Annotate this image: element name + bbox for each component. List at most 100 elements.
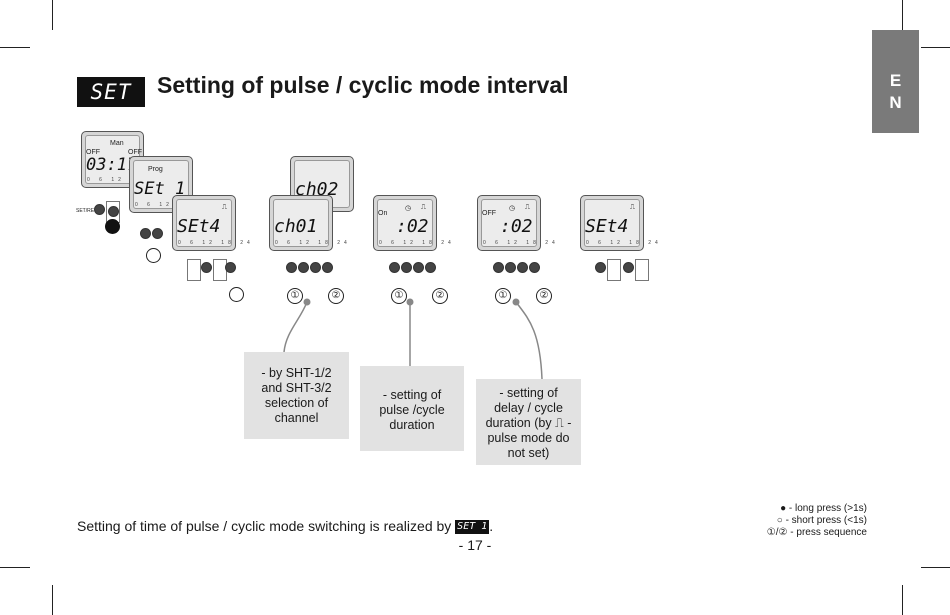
- short-press-icon: [146, 248, 161, 263]
- button-group: [187, 259, 237, 282]
- time-scale: 0 6 12 18 24: [379, 240, 455, 246]
- crop-mark: [921, 567, 950, 568]
- time-scale: 0 6 12 18 24: [135, 202, 207, 208]
- language-letter-n: N: [889, 93, 902, 112]
- key-frame: [635, 259, 649, 281]
- white-dot-icon: ○: [776, 515, 783, 526]
- language-tab: E N: [872, 30, 919, 133]
- legend-long-press: ● - long press (>1s): [767, 503, 867, 515]
- key-button[interactable]: [201, 262, 212, 273]
- pulse-symbol: ⎍: [525, 204, 530, 211]
- key-frame: [187, 259, 201, 281]
- legend-long-press-text: - long press (>1s): [788, 503, 867, 514]
- lcd-display-ch01: ch01 0 6 12 18 24: [269, 195, 347, 251]
- time-scale: 0 6 12 18 24: [178, 240, 254, 246]
- button-group: [493, 262, 543, 282]
- long-press-icon: [105, 219, 120, 234]
- key-button[interactable]: [310, 262, 321, 273]
- legend-sequence: ①/② - press sequence: [766, 527, 867, 538]
- black-dot-icon: ●: [780, 503, 787, 514]
- button-group: [140, 228, 180, 248]
- lcd-main-text: ch01: [274, 216, 318, 237]
- key-button[interactable]: [505, 262, 516, 273]
- key-button[interactable]: [94, 204, 105, 215]
- callout-pulse-duration: - setting of pulse /cycle duration: [360, 366, 464, 451]
- lcd-display-set4: ⎍ SEt4 0 6 12 18 24: [172, 195, 250, 251]
- lcd-main-text: SEt 1: [134, 179, 186, 199]
- key-button[interactable]: [595, 262, 606, 273]
- lcd-main-text: ch02: [295, 179, 339, 200]
- set1-badge: SET 1: [455, 520, 490, 535]
- button-group: [92, 201, 142, 224]
- crop-mark: [921, 47, 950, 48]
- crop-mark: [52, 585, 53, 615]
- button-group: [286, 262, 336, 282]
- callout-channel: - by SHT-1/2 and SHT-3/2 selection of ch…: [244, 352, 349, 439]
- lcd-main-text: SEt4: [585, 216, 629, 237]
- key-button[interactable]: [623, 262, 634, 273]
- time-scale: 0 6 12 18 24: [586, 240, 662, 246]
- key-button[interactable]: [389, 262, 400, 273]
- lcd-display-off: ◷ ⎍ OFF :02 0 6 12 18 24: [477, 195, 555, 251]
- pulse-symbol: ⎍: [630, 204, 635, 211]
- callout-delay-duration: - setting of delay / cycle duration (by …: [476, 379, 581, 465]
- sequence-one-icon: ①: [391, 288, 407, 304]
- pulse-symbol: ⎍: [421, 204, 426, 211]
- language-letter-e: E: [889, 71, 902, 90]
- sequence-two-icon: ②: [536, 288, 552, 304]
- key-button[interactable]: [152, 228, 163, 239]
- man-label: Man: [110, 140, 124, 147]
- lcd-display-on: ◷ ⎍ On :02 0 6 12 18 24: [373, 195, 451, 251]
- caption-text: Setting of time of pulse / cyclic mode s…: [77, 518, 452, 534]
- sequence-one-icon: ①: [287, 288, 303, 304]
- set-res-label: SET/RES: [76, 208, 98, 214]
- lcd-main-text: 03:17: [86, 155, 138, 175]
- key-button[interactable]: [517, 262, 528, 273]
- lcd-main-text: SEt4: [177, 216, 221, 237]
- key-button[interactable]: [140, 228, 151, 239]
- prog-label: Prog: [148, 166, 163, 173]
- button-group: [595, 259, 649, 282]
- off-indicator: OFF: [86, 149, 100, 156]
- on-indicator: On: [378, 210, 388, 217]
- set-badge: SET 4: [77, 77, 145, 134]
- lcd-main-text: :02: [396, 216, 429, 237]
- key-button[interactable]: [529, 262, 540, 273]
- key-button[interactable]: [401, 262, 412, 273]
- time-scale: 0 6 12 18 24: [483, 240, 559, 246]
- legend: ● - long press (>1s) ○ - short press (<1…: [767, 503, 867, 539]
- key-button[interactable]: [298, 262, 309, 273]
- clock-symbol: ◷: [405, 205, 412, 212]
- clock-symbol: ◷: [509, 205, 516, 212]
- caption: Setting of time of pulse / cyclic mode s…: [77, 518, 494, 535]
- crop-mark: [902, 0, 903, 30]
- key-frame: [607, 259, 621, 281]
- time-scale: 0 6 12 18 24: [275, 240, 351, 246]
- page-title: Setting of pulse / cyclic mode interval: [157, 72, 569, 98]
- lcd-display-set4-final: ⎍ SEt4 0 6 12 18 24: [580, 195, 658, 251]
- crop-mark: [0, 567, 30, 568]
- page-number: - 17 -: [458, 537, 492, 553]
- sequence-two-icon: ②: [432, 288, 448, 304]
- sequence-one-icon: ①: [495, 288, 511, 304]
- key-button[interactable]: [425, 262, 436, 273]
- crop-mark: [902, 585, 903, 615]
- key-button[interactable]: [322, 262, 333, 273]
- lcd-main-text: :02: [500, 216, 533, 237]
- crop-mark: [0, 47, 30, 48]
- time-scale: 0 6 12 18 24: [87, 177, 163, 183]
- crop-mark: [52, 0, 53, 30]
- key-button[interactable]: [108, 206, 119, 217]
- legend-short-press-text: - short press (<1s): [785, 515, 867, 526]
- key-button[interactable]: [286, 262, 297, 273]
- legend-short-press: ○ - short press (<1s): [767, 515, 867, 527]
- sequence-two-icon: ②: [328, 288, 344, 304]
- caption-end: .: [489, 518, 494, 534]
- key-button[interactable]: [225, 262, 236, 273]
- off-indicator: OFF: [482, 210, 496, 217]
- pulse-symbol: ⎍: [222, 204, 227, 211]
- key-button[interactable]: [493, 262, 504, 273]
- short-press-icon: [229, 287, 244, 302]
- key-button[interactable]: [413, 262, 424, 273]
